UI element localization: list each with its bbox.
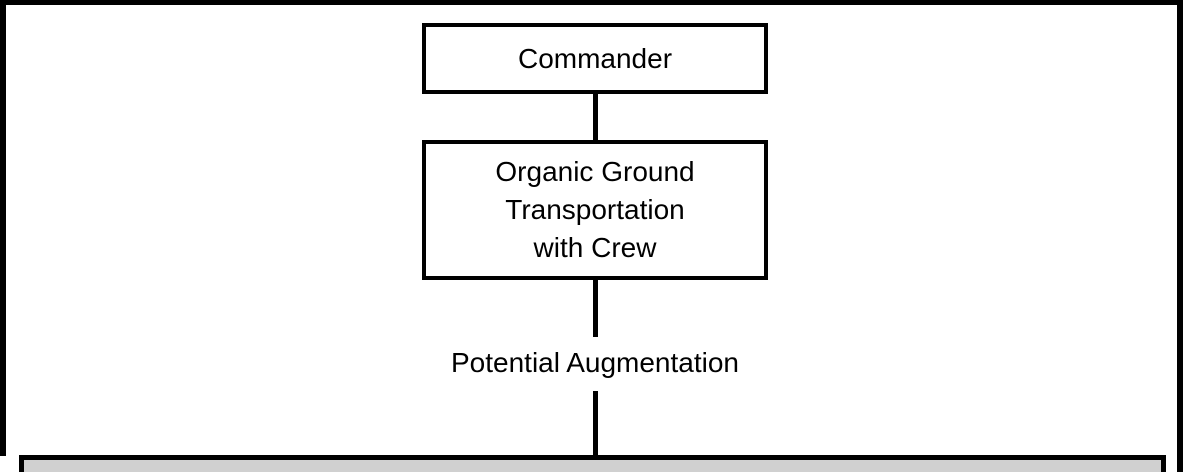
node-organic-label-line2: Transportation xyxy=(505,194,685,225)
node-augmentation-pool xyxy=(19,455,1166,472)
node-organic-label-line1: Organic Ground xyxy=(495,156,695,187)
potential-augmentation-label: Potential Augmentation xyxy=(451,347,739,378)
figure-frame-top-border xyxy=(0,0,1183,5)
node-organic-label-line3: with Crew xyxy=(533,232,657,263)
connector-commander-to-organic xyxy=(593,92,598,142)
connector-organic-to-augmentation-label xyxy=(593,278,598,337)
figure-frame-left-border xyxy=(0,0,6,456)
connector-augmentation-label-to-pool xyxy=(593,391,598,455)
node-commander-label: Commander xyxy=(517,42,673,74)
figure-frame-right-border xyxy=(1177,0,1183,472)
node-commander: Commander xyxy=(422,23,768,94)
node-organic-ground-transportation: Organic Ground Transportation with Crew xyxy=(422,140,768,280)
